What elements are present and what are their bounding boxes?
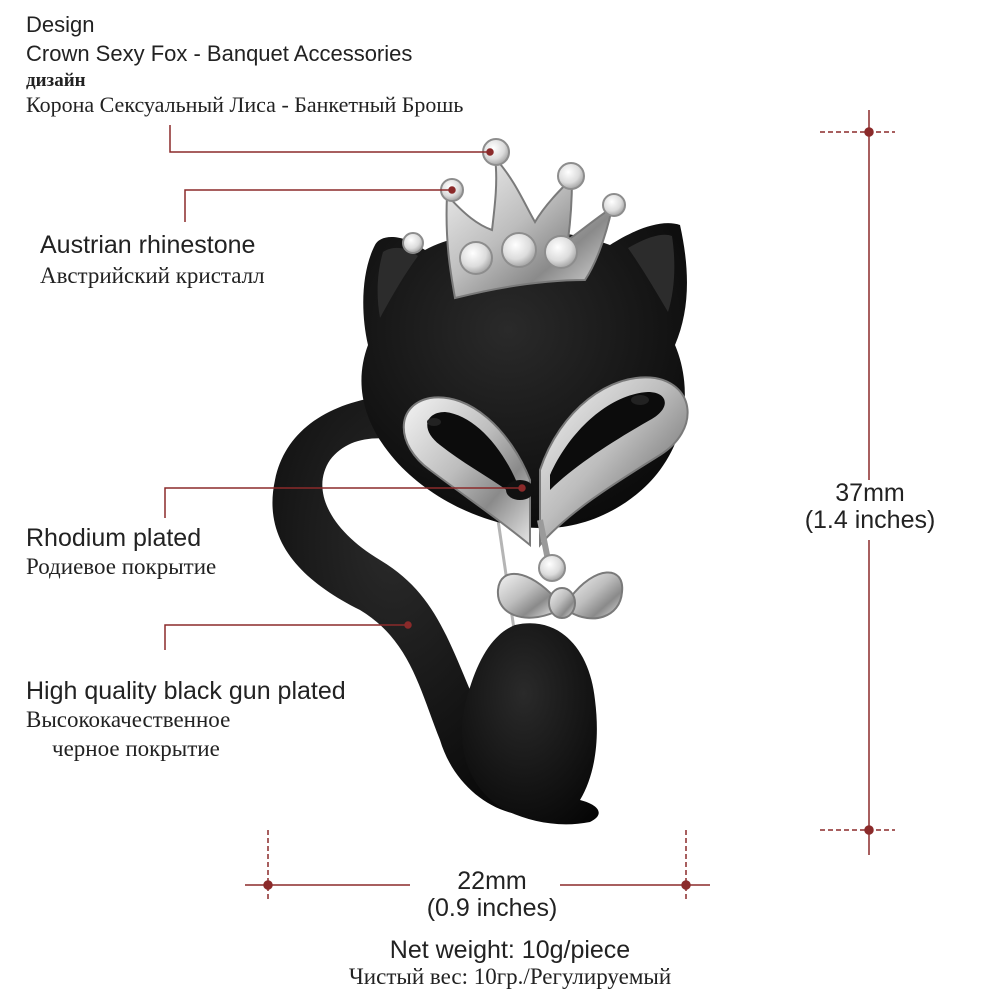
design-label-en: Design bbox=[26, 12, 95, 37]
net-weight-en: Net weight: 10g/piece bbox=[389, 936, 631, 964]
rhodium-label-ru: Родиевое покрытие bbox=[26, 554, 217, 579]
leader-rhinestone bbox=[184, 189, 452, 222]
leader-gun-plated bbox=[164, 624, 408, 650]
gun-plated-label-ru-1: Высококачественное bbox=[26, 707, 231, 732]
rhinestone-label-ru: Австрийский кристалл bbox=[40, 263, 265, 288]
fox-ear-left bbox=[377, 247, 418, 318]
rhodium-label-en: Rhodium plated bbox=[26, 524, 202, 552]
gun-plated-label-ru-2: черное покрытие bbox=[52, 736, 220, 761]
design-label-ru: дизайн bbox=[26, 70, 86, 91]
fox-ear-right bbox=[628, 234, 675, 312]
width-inches: (0.9 inches) bbox=[426, 894, 558, 922]
height-dimension-line bbox=[820, 110, 895, 855]
fox-body bbox=[461, 623, 599, 825]
rhinestone-crown bbox=[402, 138, 626, 300]
width-value: 22mm bbox=[457, 867, 527, 895]
rhinestone-label-en: Austrian rhinestone bbox=[40, 231, 256, 259]
design-title-en: Crown Sexy Fox - Banquet Accessories bbox=[26, 41, 413, 66]
leader-rhodium bbox=[164, 487, 522, 518]
silver-face-mask bbox=[402, 376, 689, 548]
height-inches: (1.4 inches) bbox=[804, 506, 936, 534]
gun-plated-label-en: High quality black gun plated bbox=[26, 677, 346, 705]
silver-bow-tie bbox=[496, 519, 624, 620]
annotation-lines bbox=[164, 125, 526, 650]
design-title-ru: Корона Сексуальный Лиса - Банкетный Брош… bbox=[26, 92, 464, 117]
net-weight-ru: Чистый вес: 10гр./Регулируемый bbox=[348, 964, 672, 989]
height-value: 37mm bbox=[835, 479, 905, 507]
leader-design bbox=[169, 125, 490, 153]
width-dimension-line bbox=[245, 830, 710, 900]
